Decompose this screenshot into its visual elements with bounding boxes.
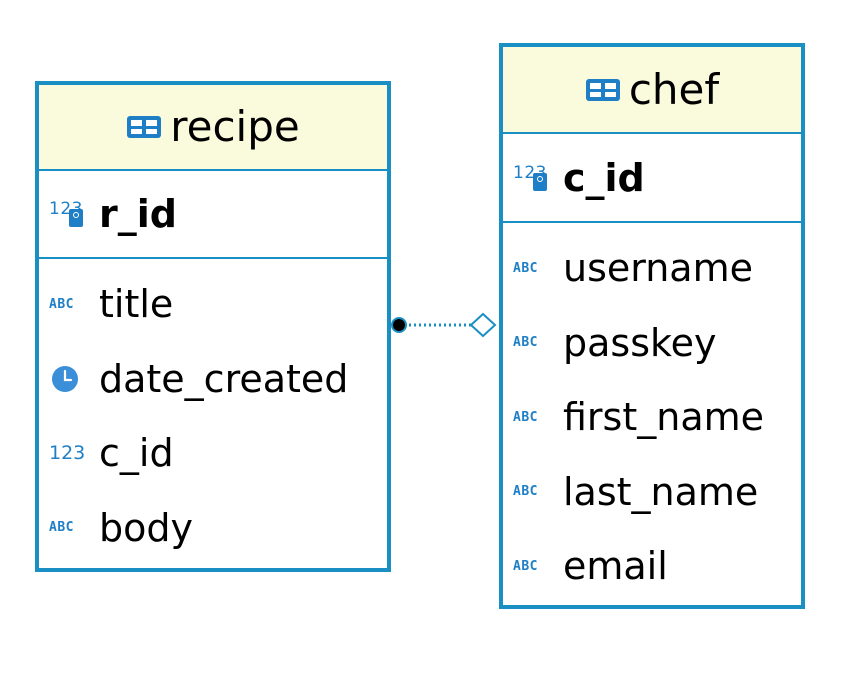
attribute-row[interactable]: date_created xyxy=(39,342,387,417)
attribute-row[interactable]: 123 c_id xyxy=(39,416,387,491)
attribute-name: last_name xyxy=(563,469,759,514)
attribute-list: ABC username ABC passkey ABC first_name … xyxy=(503,223,801,604)
attribute-row[interactable]: ABC title xyxy=(39,267,387,342)
primary-key-name: r_id xyxy=(99,192,177,236)
entity-title: chef xyxy=(628,64,720,114)
entity-header: chef xyxy=(503,47,801,134)
text-type-icon: ABC xyxy=(513,484,538,500)
relationship-start-marker xyxy=(391,317,407,333)
text-type-icon: ABC xyxy=(513,558,538,574)
attribute-name: username xyxy=(563,246,753,291)
attribute-name: email xyxy=(563,544,668,589)
attribute-name: passkey xyxy=(563,320,717,365)
attribute-name: first_name xyxy=(563,395,765,440)
numeric-key-icon: 123 xyxy=(513,163,557,193)
table-icon xyxy=(127,116,162,138)
text-type-icon: ABC xyxy=(513,335,538,351)
primary-key-row[interactable]: 123 r_id xyxy=(39,171,387,259)
attribute-name: title xyxy=(99,282,174,327)
relationship-end-marker xyxy=(469,312,497,338)
table-icon xyxy=(585,78,620,101)
numeric-type-icon: 123 xyxy=(49,442,86,465)
entity-title: recipe xyxy=(170,102,300,151)
text-type-icon: ABC xyxy=(49,296,74,312)
attribute-row[interactable]: ABC username xyxy=(503,231,801,306)
entity-header: recipe xyxy=(39,85,387,171)
text-type-icon: ABC xyxy=(513,260,538,276)
attribute-row[interactable]: ABC last_name xyxy=(503,455,801,530)
numeric-key-icon: 123 xyxy=(49,199,93,229)
attribute-row[interactable]: ABC first_name xyxy=(503,380,801,455)
attribute-name: date_created xyxy=(99,356,349,401)
attribute-name: c_id xyxy=(99,431,174,476)
entity-chef[interactable]: chef 123 c_id ABC username ABC passkey A… xyxy=(499,43,805,609)
text-type-icon: ABC xyxy=(49,520,74,536)
primary-key-row[interactable]: 123 c_id xyxy=(503,134,801,223)
clock-icon xyxy=(52,365,78,392)
entity-recipe[interactable]: recipe 123 r_id ABC title date_created 1… xyxy=(35,81,391,572)
attribute-row[interactable]: ABC passkey xyxy=(503,306,801,381)
attribute-name: body xyxy=(99,505,193,550)
attribute-list: ABC title date_created 123 c_id ABC body xyxy=(39,259,387,565)
attribute-row[interactable]: ABC body xyxy=(39,491,387,566)
text-type-icon: ABC xyxy=(513,409,538,425)
attribute-row[interactable]: ABC email xyxy=(503,529,801,604)
primary-key-name: c_id xyxy=(563,155,645,200)
